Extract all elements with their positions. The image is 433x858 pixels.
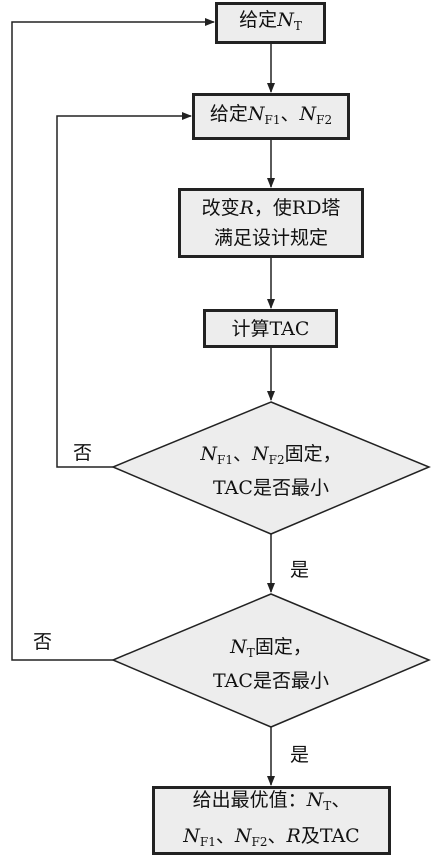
- d2-line1-post: 固定，: [254, 636, 312, 658]
- result-box: 给出最优值：NT、 NF1、NF2、R及TAC: [152, 786, 391, 855]
- nf1-var: N: [247, 102, 265, 125]
- result-sep2: 、: [215, 824, 235, 847]
- set-nf-box: 给定NF1、NF2: [192, 93, 350, 140]
- decision-diamond-1: [111, 401, 431, 535]
- change-r-line2: 满足设计规定: [213, 227, 328, 249]
- d2-line2: TAC是否最小: [213, 670, 329, 692]
- result-nf1-var: N: [183, 824, 200, 847]
- result-line2-post: 及TAC: [300, 824, 360, 847]
- d1-nf2-var: N: [252, 443, 269, 465]
- result-nf1-sub: F1: [199, 834, 216, 849]
- d1-sep: 、: [232, 443, 252, 465]
- set-nf-prefix: 给定: [209, 102, 248, 125]
- decision1-text: NF1、NF2固定， TAC是否最小: [151, 440, 391, 502]
- loop-no-decision1: [56, 112, 192, 468]
- result-line1-post: 、: [331, 788, 351, 811]
- nt-var: N: [277, 9, 294, 31]
- nf-sep: 、: [280, 102, 300, 125]
- nf2-sub: F2: [316, 112, 333, 127]
- d1-nf1-var: N: [200, 443, 218, 465]
- set-nt-prefix: 给定: [239, 9, 278, 31]
- change-r-pre: 改变: [201, 197, 240, 219]
- change-r-box: 改变R，使RD塔 满足设计规定: [178, 188, 364, 258]
- label-yes-1: 是: [290, 559, 310, 581]
- label-no-1: 否: [73, 442, 93, 464]
- calc-tac-box: 计算TAC: [203, 309, 338, 348]
- d1-line1-post: 固定，: [284, 443, 342, 465]
- label-no-2: 否: [33, 631, 53, 653]
- result-r-var: R: [286, 824, 301, 847]
- d1-nf1-sub: F1: [217, 453, 233, 467]
- d2-nt-sub: T: [246, 646, 255, 660]
- decision2-text: NT固定， TAC是否最小: [151, 633, 391, 695]
- d1-nf2-sub: F2: [268, 453, 285, 467]
- d2-nt-var: N: [230, 636, 247, 658]
- result-nf2-var: N: [234, 824, 252, 847]
- nf2-var: N: [299, 102, 317, 125]
- d1-line2: TAC是否最小: [213, 477, 329, 499]
- nf1-sub: F1: [264, 112, 281, 127]
- result-sep3: 、: [267, 824, 287, 847]
- calc-tac-text: 计算TAC: [231, 317, 310, 340]
- set-nt-box: 给定NT: [215, 2, 326, 44]
- decision-diamond-2: [111, 593, 431, 728]
- r-var: R: [239, 197, 254, 219]
- label-yes-2: 是: [290, 744, 310, 766]
- result-nt-sub: T: [323, 798, 332, 813]
- result-nt-var: N: [306, 788, 324, 811]
- loop-no-decision2: [11, 18, 215, 661]
- change-r-post: ，使RD塔: [253, 197, 341, 219]
- result-nf2-sub: F2: [251, 834, 268, 849]
- nt-sub: T: [293, 19, 302, 33]
- result-pre: 给出最优值：: [192, 788, 307, 811]
